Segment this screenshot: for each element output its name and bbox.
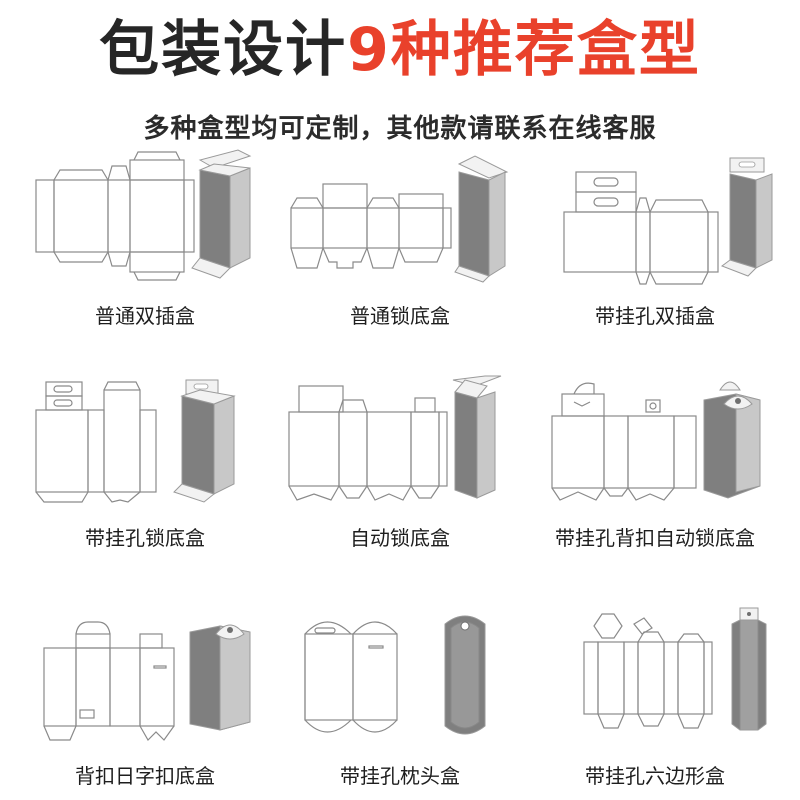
box-label-7: 背扣日字扣底盒 <box>75 764 215 788</box>
box-label-2: 普通锁底盒 <box>350 304 450 328</box>
box-card-1: 普通双插盒 <box>18 149 272 360</box>
box-card-3: 带挂孔双插盒 <box>528 150 782 360</box>
page-subtitle: 多种盒型均可定制，其他款请联系在线客服 <box>143 114 657 144</box>
box-label-3: 带挂孔双插盒 <box>595 304 715 328</box>
page-title: 包装设计9种推荐盒型 <box>0 14 800 86</box>
box-label-9: 带挂孔六边形盒 <box>585 764 725 788</box>
box-illustration-5 <box>288 375 502 501</box>
box-illustration-4 <box>35 379 236 503</box>
box-illustration-7 <box>43 621 251 741</box>
box-card-6: 带挂孔背扣自动锁底盒 <box>528 376 782 586</box>
box-card-4: 带挂孔锁底盒 <box>18 376 272 586</box>
box-illustration-1 <box>35 149 252 281</box>
box-card-2: 普通锁底盒 <box>273 150 527 360</box>
box-card-8: 带挂孔枕头盒 <box>273 606 527 800</box>
box-illustration-6 <box>551 381 761 501</box>
box-label-5: 自动锁底盒 <box>350 526 450 550</box>
box-label-1: 普通双插盒 <box>95 304 195 328</box>
box-illustration-2 <box>290 155 509 283</box>
title-red: 9种推荐盒型 <box>347 15 701 85</box>
box-illustration-8 <box>304 615 486 735</box>
box-card-5: 自动锁底盒 <box>273 375 527 586</box>
box-label-4: 带挂孔锁底盒 <box>85 526 205 550</box>
box-card-7: 背扣日字扣底盒 <box>18 606 272 800</box>
title-dark: 包装设计 <box>99 15 348 85</box>
box-illustration-3 <box>563 157 773 285</box>
box-illustration-9 <box>583 607 767 731</box>
box-label-8: 带挂孔枕头盒 <box>340 764 460 788</box>
header: 包装设计9种推荐盒型 <box>0 14 800 86</box>
box-card-9: 带挂孔六边形盒 <box>528 606 782 800</box>
box-label-6: 带挂孔背扣自动锁底盒 <box>555 526 755 550</box>
